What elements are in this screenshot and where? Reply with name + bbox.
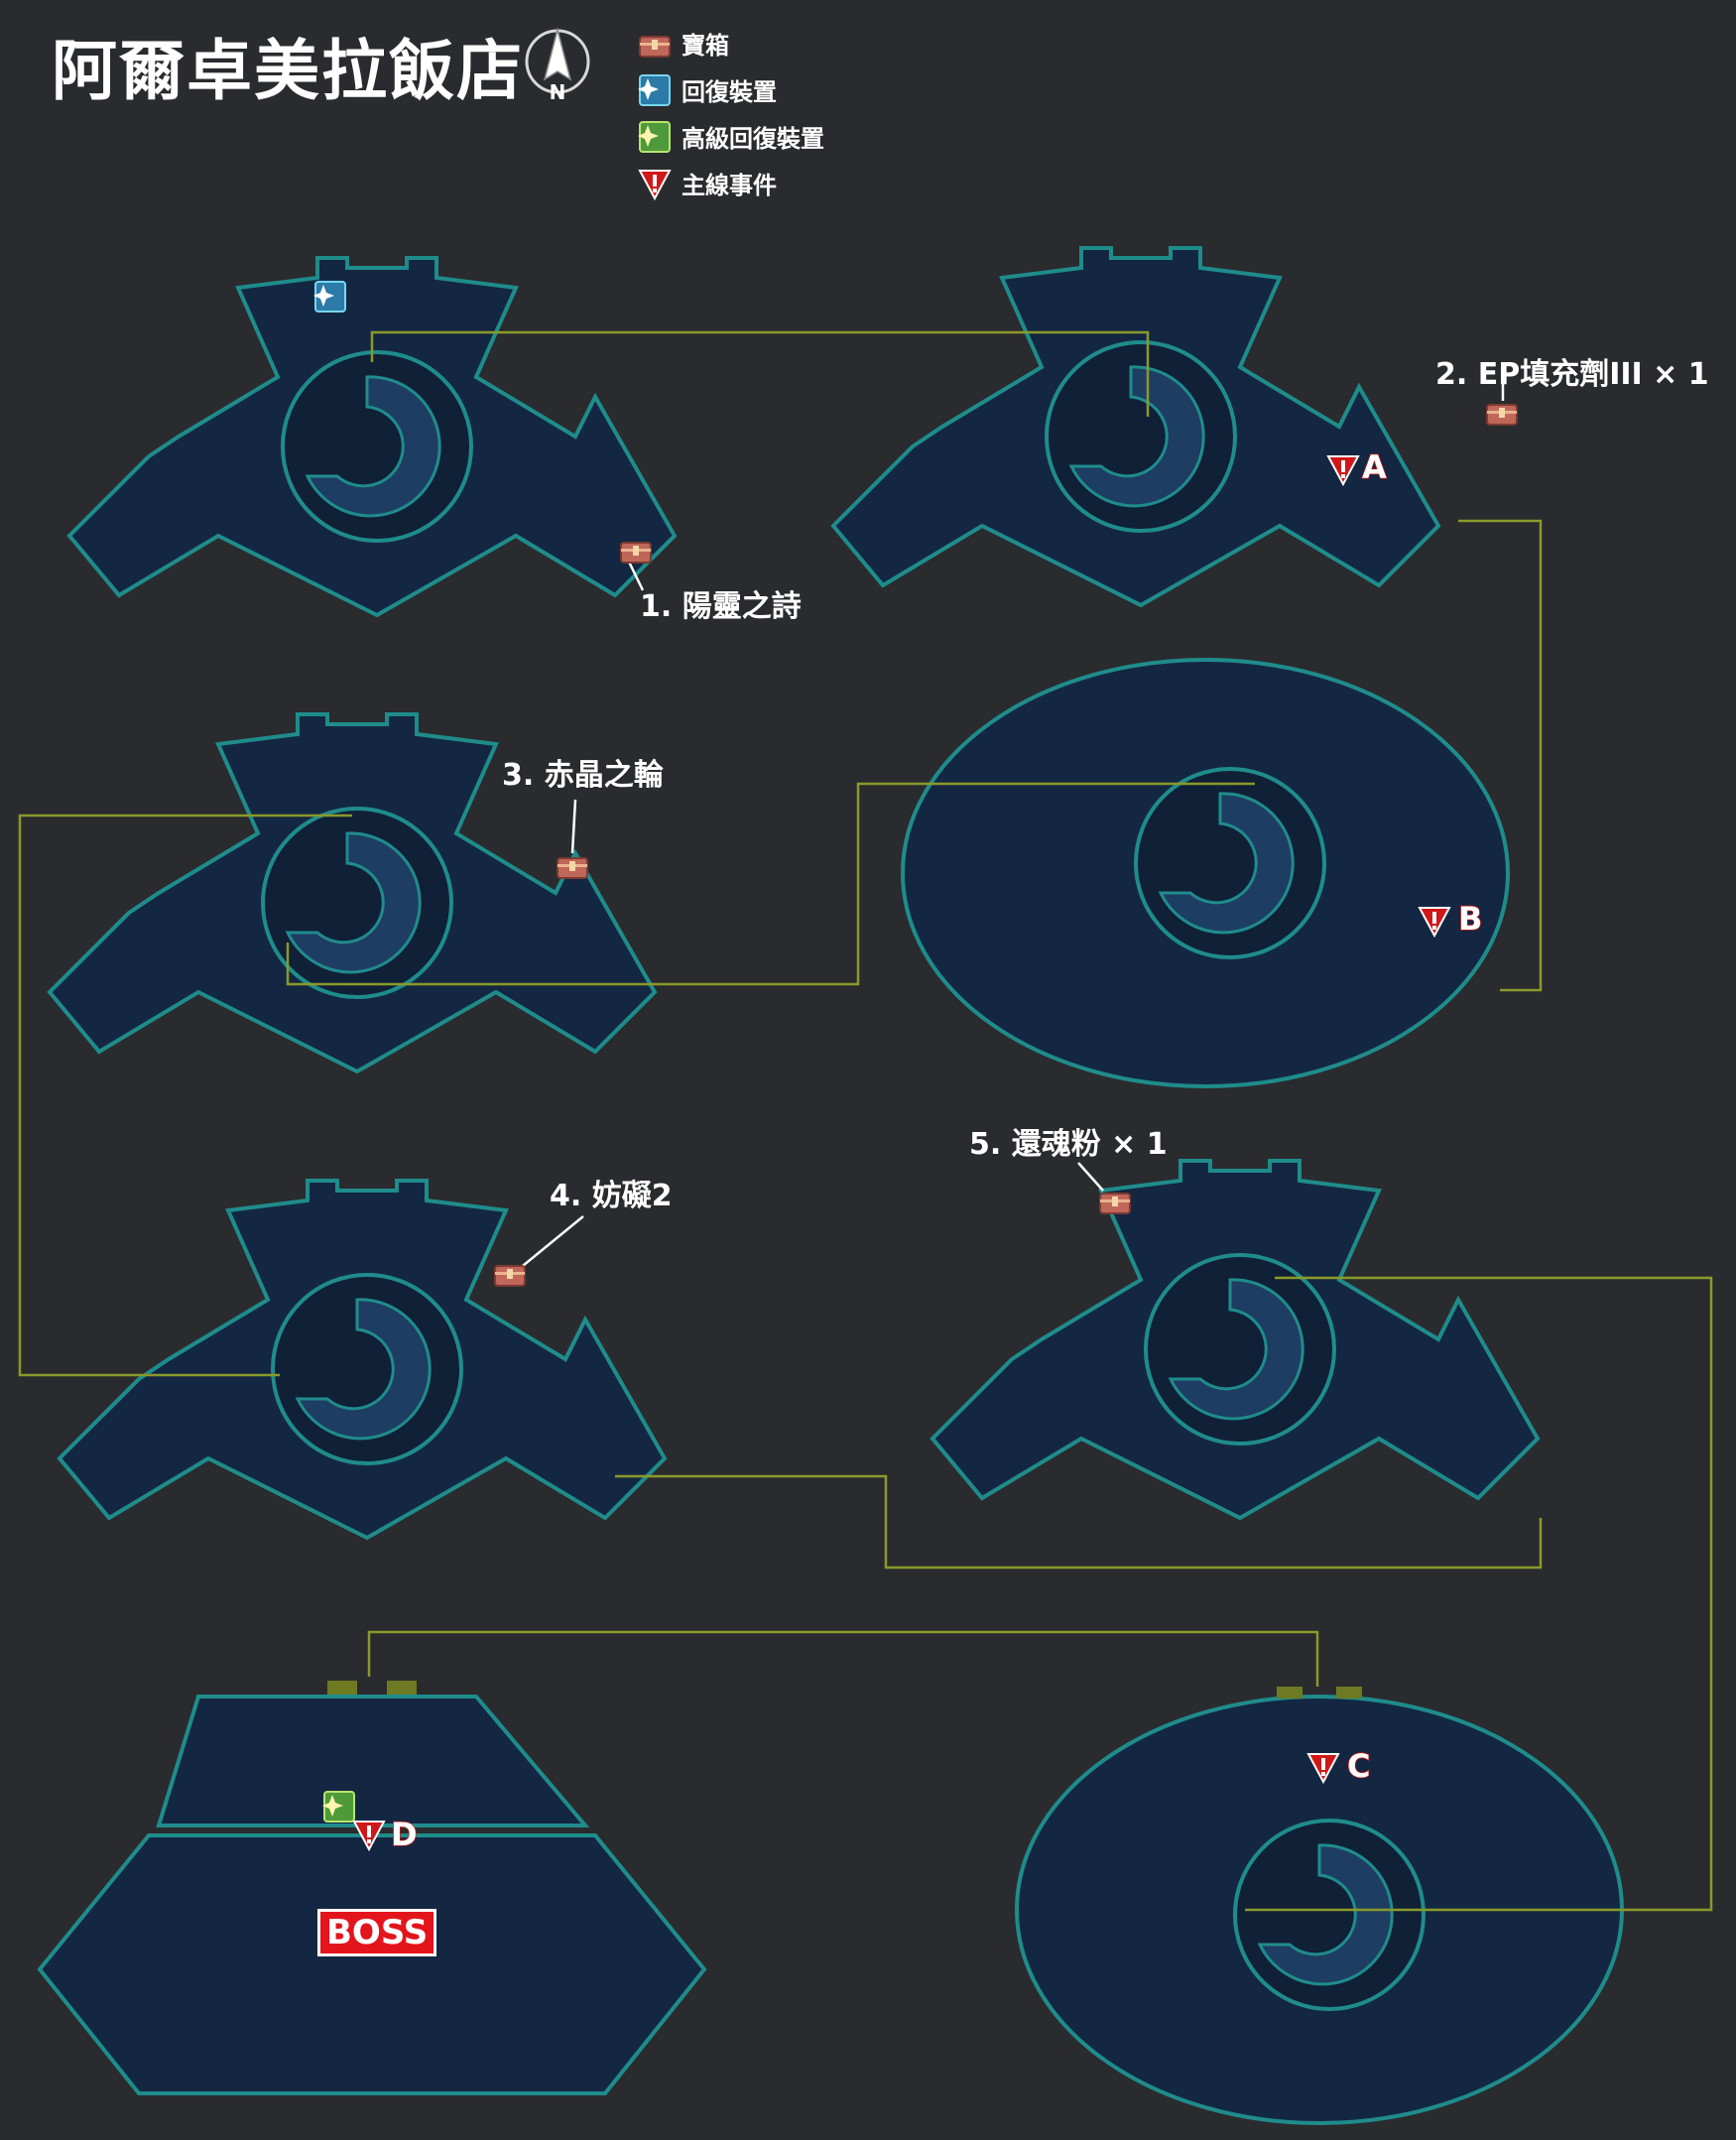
main-event-icon — [352, 1821, 386, 1851]
boss-label: BOSS — [317, 1909, 437, 1956]
treasure-label-1: 1. 陽靈之詩 — [640, 589, 802, 624]
advanced-recovery-device-icon — [638, 120, 671, 153]
event-label-a: A — [1361, 447, 1387, 487]
floor-5 — [58, 1179, 667, 1540]
treasure-chest-icon — [1486, 404, 1518, 426]
main-event-icon — [1306, 1753, 1340, 1784]
legend-item-recovery: 回復裝置 — [638, 66, 824, 113]
compass-icon: N — [525, 27, 590, 104]
legend-label: 回復裝置 — [682, 78, 777, 106]
legend-label: 高級回復裝置 — [682, 125, 824, 153]
treasure-chest-icon — [494, 1265, 526, 1287]
event-label-d: D — [390, 1815, 418, 1854]
map-title: 阿爾卓美拉飯店 — [52, 32, 524, 109]
floor-2 — [831, 246, 1440, 607]
legend-item-main-event: 主線事件 — [638, 160, 824, 206]
main-event-icon — [1326, 455, 1360, 486]
treasure-label-3: 3. 赤晶之輪 — [502, 758, 664, 793]
floor-6 — [930, 1159, 1540, 1520]
svg-text:N: N — [550, 80, 566, 104]
legend-label: 主線事件 — [682, 172, 777, 199]
treasure-chest-icon — [557, 857, 588, 879]
main-event-icon — [1418, 907, 1451, 938]
treasure-label-4: 4. 妨礙2 — [550, 1179, 673, 1213]
route-lines — [18, 330, 1713, 1912]
treasure-chest-icon — [639, 35, 671, 58]
treasure-label-5: 5. 還魂粉 × 1 — [969, 1127, 1168, 1162]
advanced-recovery-device-icon — [322, 1791, 355, 1823]
treasure-label-2: 2. EP填充劑III × 1 — [1435, 357, 1709, 392]
event-label-b: B — [1457, 899, 1483, 939]
floor-1 — [67, 256, 677, 617]
main-event-icon — [638, 169, 672, 200]
event-label-c: C — [1346, 1746, 1371, 1786]
legend-label: 寶箱 — [682, 32, 729, 60]
legend-item-treasure: 寶箱 — [638, 20, 824, 66]
boss-floor — [37, 1681, 707, 2095]
legend-item-advanced-recovery: 高級回復裝置 — [638, 113, 824, 160]
floor-4 — [901, 658, 1510, 1088]
recovery-device-icon — [638, 73, 671, 106]
legend: 寶箱 回復裝置 高級回復裝置 主線事件 — [638, 20, 824, 206]
recovery-device-icon — [313, 281, 346, 313]
treasure-chest-icon — [620, 542, 652, 564]
treasure-chest-icon — [1099, 1193, 1131, 1214]
